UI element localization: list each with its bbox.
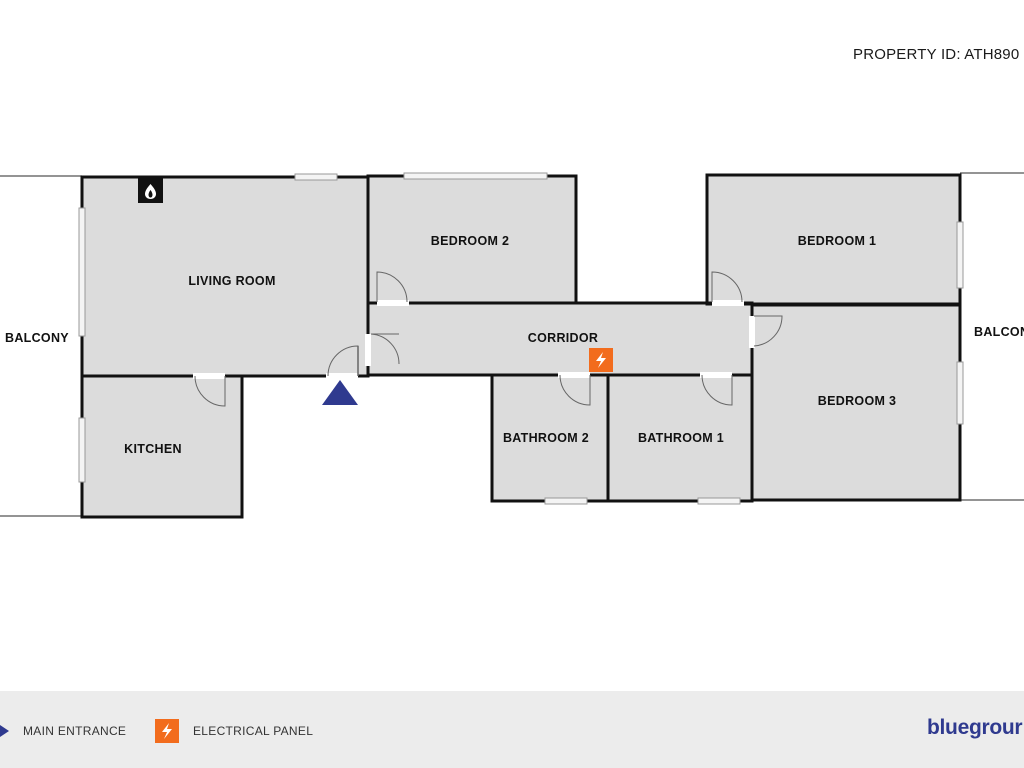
bathroom-2 — [492, 375, 608, 501]
living-room — [82, 177, 368, 376]
main-entrance-icon — [322, 380, 358, 405]
windows — [78, 172, 964, 505]
legend-bar: MAIN ENTRANCE ELECTRICAL PANEL — [0, 691, 1024, 768]
floor-plan: LIVING ROOM KITCHEN BEDROOM 2 CORRIDOR B… — [0, 172, 1024, 519]
corridor — [368, 303, 752, 375]
main-entrance-legend-icon — [0, 725, 9, 737]
room-label-bedroom-1: BEDROOM 1 — [798, 234, 876, 248]
electrical-panel-icon — [589, 348, 613, 372]
brand-logo: bluegrour — [927, 716, 1023, 739]
room-label-living-room: LIVING ROOM — [188, 274, 275, 288]
kitchen — [82, 376, 242, 517]
property-id: PROPERTY ID: ATH890 — [853, 46, 1020, 63]
legend-electrical-panel-label: ELECTRICAL PANEL — [193, 724, 314, 738]
bathroom-1 — [608, 375, 752, 501]
room-label-bedroom-2: BEDROOM 2 — [431, 234, 509, 248]
room-label-bathroom-1: BATHROOM 1 — [638, 431, 724, 445]
bedroom-3 — [752, 305, 960, 500]
room-label-balcony-right: BALCONY — [974, 325, 1024, 339]
bedroom-1 — [707, 175, 960, 303]
room-label-kitchen: KITCHEN — [124, 442, 182, 456]
fireplace-icon — [138, 178, 163, 203]
electrical-panel-legend-icon — [155, 719, 179, 743]
room-label-corridor: CORRIDOR — [528, 331, 598, 345]
balcony-left — [0, 175, 82, 517]
balcony-right — [960, 172, 1024, 501]
legend-main-entrance-label: MAIN ENTRANCE — [23, 724, 127, 738]
room-label-bedroom-3: BEDROOM 3 — [818, 394, 896, 408]
bedroom-2 — [368, 176, 576, 302]
doors — [193, 271, 783, 407]
room-label-bathroom-2: BATHROOM 2 — [503, 431, 589, 445]
room-label-balcony-left: BALCONY — [5, 331, 69, 345]
